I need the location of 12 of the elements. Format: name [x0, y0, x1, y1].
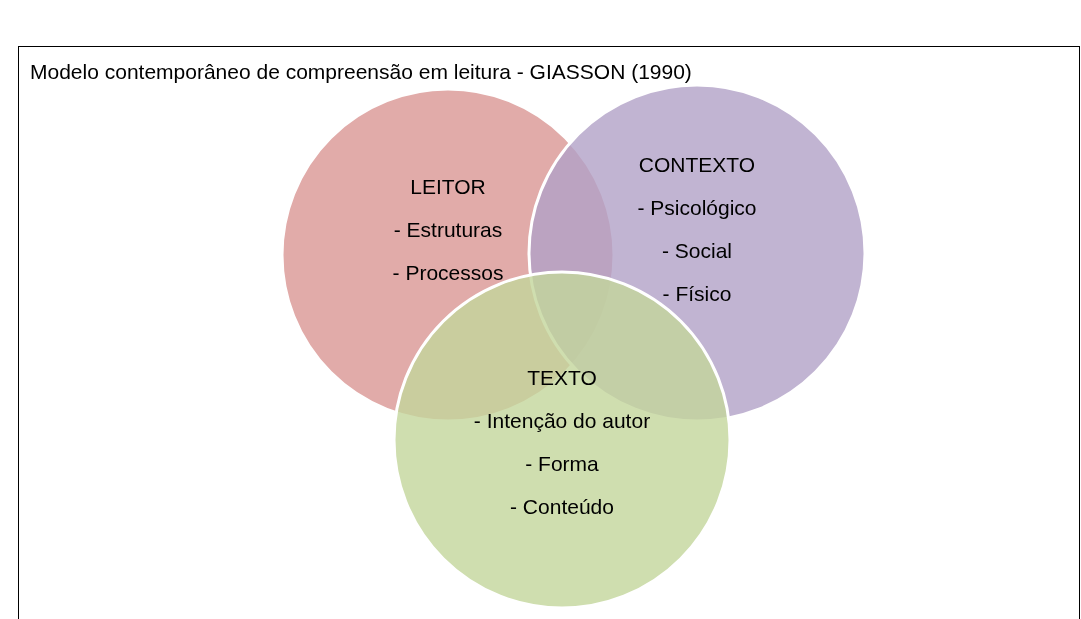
list-item-text: - Físico [662, 282, 732, 306]
list-item-text: - Social [662, 239, 732, 263]
list-item-text: - Conteúdo [510, 495, 614, 519]
list-item-text: - Psicológico [637, 196, 757, 220]
circle-heading: LEITOR [410, 175, 486, 199]
list-item-text: - Intenção do autor [473, 409, 651, 433]
circle-heading: TEXTO [527, 366, 597, 390]
list-item-text: - Forma [525, 452, 599, 476]
diagram-title: Modelo contemporâneo de compreensão em leitura - GIASSON (1990) [30, 60, 692, 84]
list-item-text: - Estruturas [393, 218, 503, 242]
list-item-text: - Processos [392, 261, 504, 285]
circle-heading: CONTEXTO [638, 153, 756, 177]
